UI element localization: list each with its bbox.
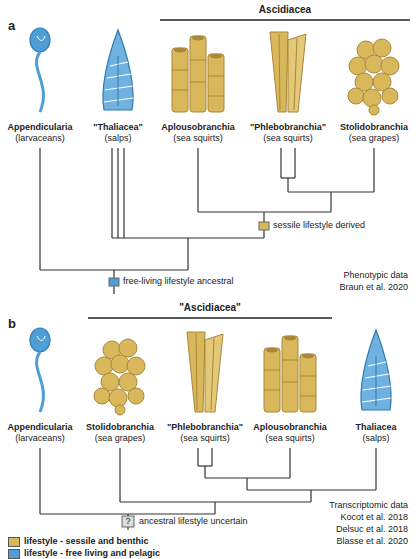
common-name: (sea grapes): [340, 133, 408, 144]
common-name: (sea squirts): [161, 133, 235, 144]
panel-letter: a: [8, 18, 15, 33]
organism-icon: [264, 336, 316, 413]
organism-icon: [94, 339, 145, 415]
panel-letter: b: [8, 316, 16, 331]
citation: Kocot et al. 2018: [340, 512, 408, 523]
tree-branch: [119, 448, 120, 502]
tree-branch: [375, 448, 376, 490]
common-name: (sea grapes): [86, 433, 154, 444]
taxon-name: Aplousobranchia: [161, 122, 235, 133]
tree-branch: [197, 148, 198, 212]
organism-icon: [348, 39, 399, 115]
trait-mark: [109, 278, 119, 286]
legend-swatch: [8, 537, 20, 547]
tree-branch: [204, 466, 205, 478]
clade-bar: [88, 317, 332, 319]
tree-branch: [117, 148, 118, 238]
common-name: (larvaceans): [7, 433, 72, 444]
taxon-name: Thaliacea: [355, 422, 396, 433]
tree-branch: [39, 448, 40, 514]
common-name: (salps): [93, 133, 143, 144]
organism-icon: [30, 328, 50, 412]
clade-bar: [160, 19, 410, 21]
taxon-label: Stolidobranchia(sea grapes): [340, 122, 408, 144]
organism-icon: [187, 332, 223, 412]
taxon-name: "Phlebobranchia": [250, 122, 326, 133]
clade-name: Ascidiacea: [259, 4, 311, 16]
data-source: Phenotypic data: [343, 270, 408, 281]
common-name: (salps): [355, 433, 396, 444]
organism-icon: [30, 28, 50, 112]
legend-text: lifestyle - free living and pelagic: [24, 548, 160, 559]
tree-branch: [111, 148, 112, 238]
tree-branch: [289, 448, 290, 478]
trait-mark: [259, 222, 269, 230]
taxon-name: "Thaliacea": [93, 122, 143, 133]
trait-mark: [122, 516, 134, 527]
organism-icon: [103, 30, 133, 110]
tree-branch: [294, 148, 295, 178]
legend-swatch: [8, 549, 20, 559]
question-mark: ?: [125, 516, 130, 527]
trait-note: sessile lifestyle derived: [273, 220, 365, 231]
tree-branch: [214, 502, 215, 514]
tree-branch: [330, 192, 331, 212]
legend-text: lifestyle - sessile and benthic: [24, 536, 149, 547]
tree-branch: [373, 148, 374, 192]
taxon-label: "Phlebobranchia"(sea squirts): [167, 422, 243, 444]
citation: Blasse et al. 2020: [336, 536, 408, 547]
taxon-label: Appendicularia(larvaceans): [7, 122, 72, 144]
taxon-label: Thaliacea(salps): [355, 422, 396, 444]
trait-note: free-living lifestyle ancestral: [123, 276, 234, 287]
organism-icon: [270, 32, 306, 112]
taxon-name: Aplousobranchia: [253, 422, 327, 433]
organism-icon: [172, 36, 224, 113]
taxon-label: Appendicularia(larvaceans): [7, 422, 72, 444]
taxon-label: "Phlebobranchia"(sea squirts): [250, 122, 326, 144]
taxon-label: Aplousobranchia(sea squirts): [161, 122, 235, 144]
taxon-name: Stolidobranchia: [86, 422, 154, 433]
tree-branch: [280, 148, 281, 178]
citation: Delsuc et al. 2018: [336, 524, 408, 535]
tree-branch: [246, 478, 247, 490]
common-name: (larvaceans): [7, 133, 72, 144]
common-name: (sea squirts): [253, 433, 327, 444]
tree-branch: [123, 148, 124, 238]
common-name: (sea squirts): [167, 433, 243, 444]
tree-branch: [211, 448, 212, 466]
tree-branch: [39, 148, 40, 270]
taxon-name: "Phlebobranchia": [167, 422, 243, 433]
common-name: (sea squirts): [250, 133, 326, 144]
taxon-label: Aplousobranchia(sea squirts): [253, 422, 327, 444]
data-source: Transcriptomic data: [329, 500, 408, 511]
organism-icon: [361, 330, 391, 410]
tree-branch: [310, 490, 311, 502]
tree-branch: [197, 448, 198, 466]
taxon-name: Stolidobranchia: [340, 122, 408, 133]
trait-note: ancestral lifestyle uncertain: [139, 516, 248, 527]
taxon-name: Appendicularia: [7, 422, 72, 433]
legend-entry: lifestyle - free living and pelagic: [8, 548, 160, 559]
tree-branch: [187, 238, 188, 270]
legend-entry: lifestyle - sessile and benthic: [8, 536, 149, 547]
clade-name: "Ascidiacea": [179, 302, 241, 314]
taxon-label: "Thaliacea"(salps): [93, 122, 143, 144]
taxon-label: Stolidobranchia(sea grapes): [86, 422, 154, 444]
tree-branch: [287, 178, 288, 192]
taxon-name: Appendicularia: [7, 122, 72, 133]
citation: Braun et al. 2020: [339, 282, 408, 293]
